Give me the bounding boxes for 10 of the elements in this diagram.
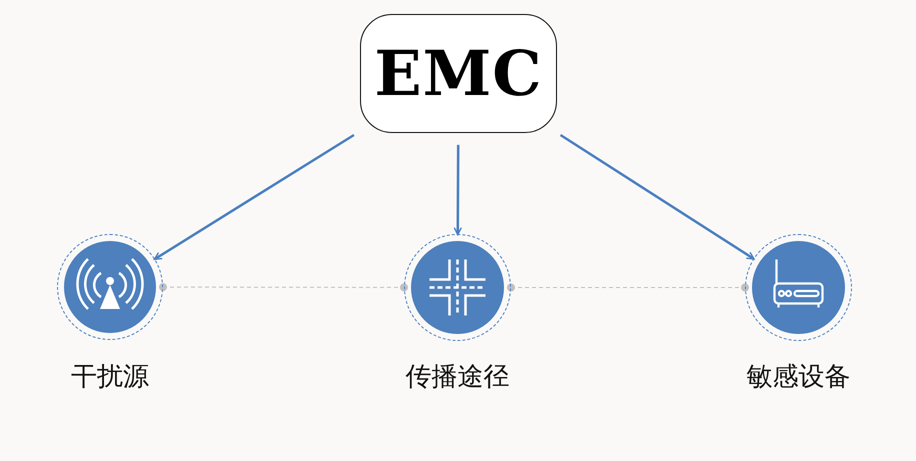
dashed-connector — [507, 284, 749, 292]
rounded-box — [360, 14, 557, 133]
dashed-connector — [159, 283, 408, 292]
arrow — [154, 134, 355, 260]
caption-text: 干扰源 — [71, 361, 149, 394]
arrow — [454, 144, 462, 236]
title-text: EMC — [374, 37, 543, 110]
caption-text: 传播途径 — [406, 361, 510, 394]
arrow — [560, 134, 755, 260]
caption-text: 敏感设备 — [746, 361, 850, 394]
